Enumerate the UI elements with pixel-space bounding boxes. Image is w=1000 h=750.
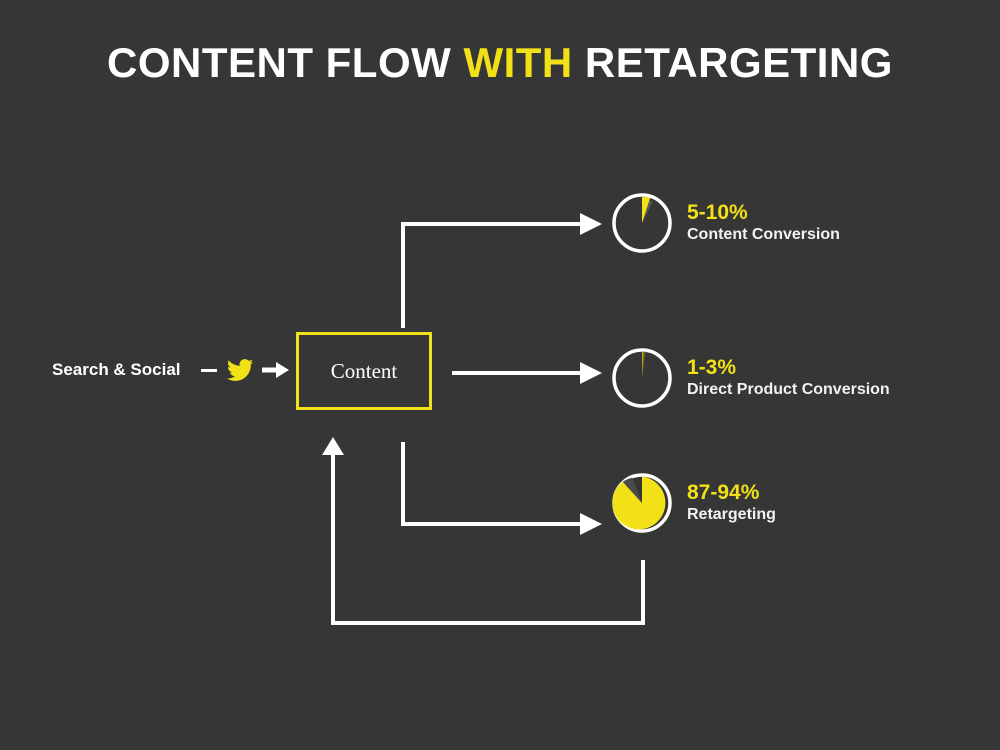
wire-top-vertical <box>401 222 405 328</box>
arrow-right-icon <box>261 362 289 378</box>
outcome-name: Retargeting <box>687 506 776 524</box>
wire-loop-right-vertical <box>641 560 645 625</box>
pie-slice-dark <box>622 477 642 503</box>
pie-chart-icon <box>611 192 673 254</box>
page-title-highlight: WITH <box>463 39 573 86</box>
outcome-text: 1-3% Direct Product Conversion <box>687 356 890 400</box>
pie-chart-icon <box>611 347 673 409</box>
arrowhead-bottom <box>580 513 602 535</box>
page-title: CONTENT FLOW WITH RETARGETING <box>0 39 1000 86</box>
wire-top-horizontal <box>401 222 583 226</box>
wire-loop-left-vertical <box>331 452 335 625</box>
pie-slice-yellow <box>642 196 651 223</box>
content-node[interactable]: Content <box>296 332 432 410</box>
outcome-name: Content Conversion <box>687 226 840 244</box>
twitter-bird-icon <box>226 359 253 381</box>
arrowhead-loop <box>322 437 344 455</box>
arrowhead-mid <box>580 362 602 384</box>
pie-slice-yellow <box>612 476 666 530</box>
outcome-percent: 1-3% <box>687 355 737 379</box>
outcome-name: Direct Product Conversion <box>687 381 890 399</box>
wire-bottom-horizontal <box>401 522 583 526</box>
source-group: Search & Social <box>52 352 290 388</box>
source-label: Search & Social <box>52 360 181 379</box>
wire-mid-horizontal <box>452 371 583 375</box>
outcome-row-retargeting: 87-94% Retargeting <box>611 472 776 534</box>
wire-loop-bottom <box>331 621 645 625</box>
outcome-text: 5-10% Content Conversion <box>687 201 840 245</box>
arrowhead-top <box>580 213 602 235</box>
content-node-label: Content <box>330 358 398 383</box>
outcome-row-content-conversion: 5-10% Content Conversion <box>611 192 840 254</box>
outcome-row-direct-product-conversion: 1-3% Direct Product Conversion <box>611 347 890 409</box>
pie-slice-gray <box>642 351 646 378</box>
wire-bottom-vertical <box>401 442 405 526</box>
pie-slice-yellow <box>642 351 644 378</box>
page-title-part1: CONTENT FLOW <box>107 39 464 86</box>
pie-chart-icon <box>611 472 673 534</box>
outcome-text: 87-94% Retargeting <box>687 481 776 525</box>
outcome-percent: 5-10% <box>687 200 748 224</box>
page-title-part2: RETARGETING <box>572 39 893 86</box>
outcome-percent: 87-94% <box>687 480 760 504</box>
dash-icon <box>200 368 217 372</box>
